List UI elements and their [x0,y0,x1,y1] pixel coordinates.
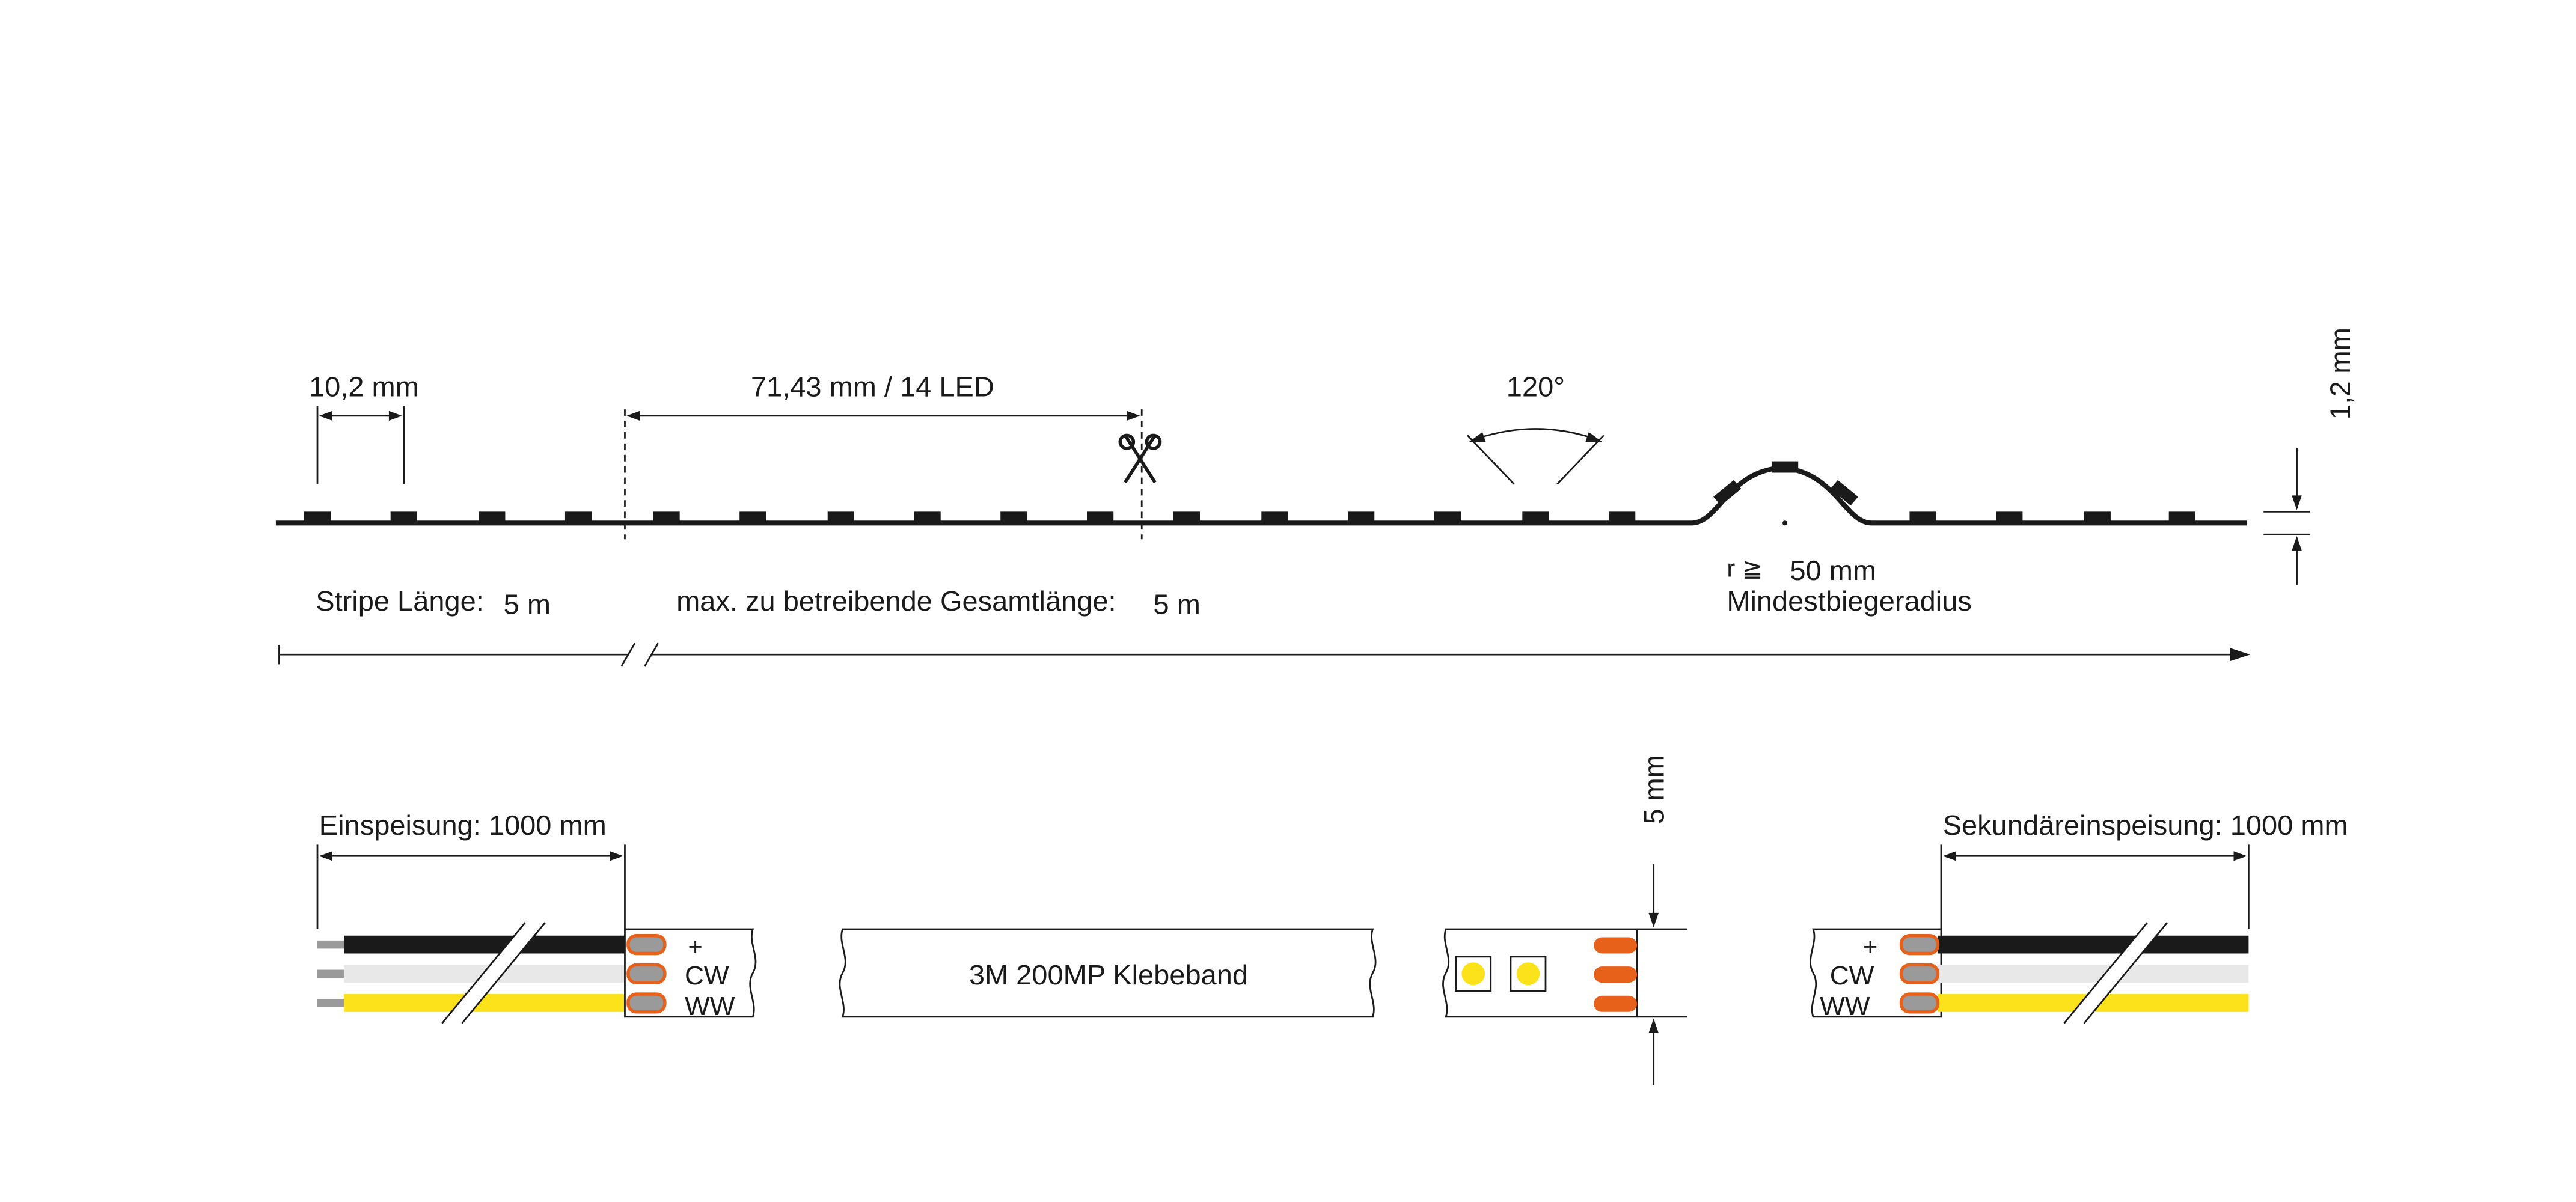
led-chip-bent-top [1771,461,1799,473]
led-chip-side-19 [2084,511,2111,523]
secondary-feed-view: Sekundäreinspeisung: 1000 mm + CW WW [1810,810,2348,1024]
max-length-label: max. zu betreibende Gesamtlänge: [676,586,1116,617]
wire-black [344,935,627,954]
wire-break-gap [442,923,545,1024]
width-label: 5 mm [1638,755,1670,824]
solder-pad-cw [626,963,667,984]
thickness-arrow-top [2292,495,2302,510]
led-chip-side-10 [1086,511,1114,523]
length-break-1 [620,642,636,667]
led-chip-side-3 [479,511,506,523]
scissors-icon [1118,433,1162,484]
segment-arrow-left [626,410,640,421]
wire-yellow [344,994,627,1012]
solder-pad-ww [626,992,667,1014]
pitch-arrow-right [388,410,403,421]
adhesive-tape [839,928,1377,1018]
led-row [304,511,2195,523]
led-chip-side-9 [1000,511,1027,523]
contact-pad-1 [1594,937,1638,954]
beam-arrow-left [1469,432,1486,442]
wire-core-white [317,969,344,978]
segment-label: 71,43 mm / 14 LED [751,371,994,402]
sec-wire-white [1938,965,2249,983]
beam-line-left [1467,435,1515,485]
led-chip-side-5 [653,511,680,523]
wire-break-line-1 [441,922,526,1024]
wire-break-line-2 [461,922,546,1024]
led-chip-bent-right [1830,480,1858,506]
feed-in-view: Einspeisung: 1000 mm + CW WW [316,810,757,1024]
led-chip-side-16 [1609,511,1636,523]
feed-arrow-right [610,851,623,861]
led-chip-side-6 [739,511,766,523]
beam-arc [1472,428,1599,441]
side-view: 10,2 mm 71,43 mm / 14 LED 120° 1,2 mm [275,328,2357,667]
width-arrow-top [1648,912,1659,928]
led-chip-side-17 [1909,511,1936,523]
sec-wire-break-gap [2064,923,2167,1024]
secondary-feed-label: Sekundäreinspeisung: 1000 mm [1943,810,2348,841]
led-chip-side-18 [1996,511,2023,523]
radius-value: 50 mm [1790,555,1876,585]
led-emitter-2 [1516,962,1540,986]
led-emitter-1 [1461,962,1485,986]
plus-label-right: + [1863,933,1877,960]
radius-symbol: r ≧ [1727,555,1763,582]
thickness-label: 1,2 mm [2325,328,2357,419]
sec-arrow-left [1942,851,1956,861]
led-chip-side-14 [1434,511,1461,523]
beam-angle-label: 120° [1507,371,1565,402]
sec-solder-pad-plus [1899,934,1940,956]
sec-solder-pad-cw [1899,963,1940,984]
led-chip-side-1 [304,511,331,523]
stripe-length-label: Stripe Länge: [316,586,484,617]
led-chip-side-11 [1173,511,1200,523]
ww-label-left: WW [685,992,735,1021]
pitch-arrow-left [319,410,332,421]
width-arrow-bottom [1648,1018,1659,1033]
feed-in-label: Einspeisung: 1000 mm [319,810,607,841]
wire-core-black [317,940,344,949]
feed-arrow-left [319,851,332,861]
solder-pad-plus [626,934,667,956]
ww-label-right: WW [1820,992,1870,1021]
sec-arrow-right [2233,851,2247,861]
stripe-length-value: 5 m [504,589,551,620]
contact-pad-2 [1594,966,1638,983]
thickness-arrow-bottom [2292,535,2302,551]
beam-line-right [1556,435,1605,485]
adhesive-tape-view: 3M 200MP Klebeband [839,928,1377,1018]
plus-label-left: + [688,933,703,960]
wire-core-yellow [317,999,344,1007]
sec-wire-break-line-2 [2083,922,2168,1024]
length-arrow-right [2230,648,2251,661]
led-chip-side-15 [1522,511,1549,523]
top-view-end: 5 mm [1442,755,1687,1085]
led-chip-side-7 [827,511,854,523]
led-chip-bent-left [1713,480,1742,506]
pitch-label: 10,2 mm [309,371,419,402]
bend-center-dot [1782,520,1788,526]
max-length-value: 5 m [1154,589,1201,620]
segment-arrow-right [1127,410,1140,421]
sec-solder-pad-ww [1899,992,1940,1014]
sec-wire-break-line-1 [2063,922,2148,1024]
sec-wire-black [1938,935,2249,954]
radius-caption: Mindestbiegeradius [1727,586,1972,617]
cw-label-right: CW [1830,961,1874,990]
led-chip-side-12 [1261,511,1288,523]
tape-label: 3M 200MP Klebeband [969,959,1248,990]
led-chip-side-2 [390,511,417,523]
beam-arrow-right [1585,432,1602,442]
led-chip-side-8 [914,511,941,523]
led-chip-side-4 [564,511,592,523]
led-chip-side-20 [2168,511,2195,523]
cw-label-left: CW [685,961,729,990]
contact-pad-3 [1594,995,1638,1012]
led-chip-side-13 [1348,511,1375,523]
